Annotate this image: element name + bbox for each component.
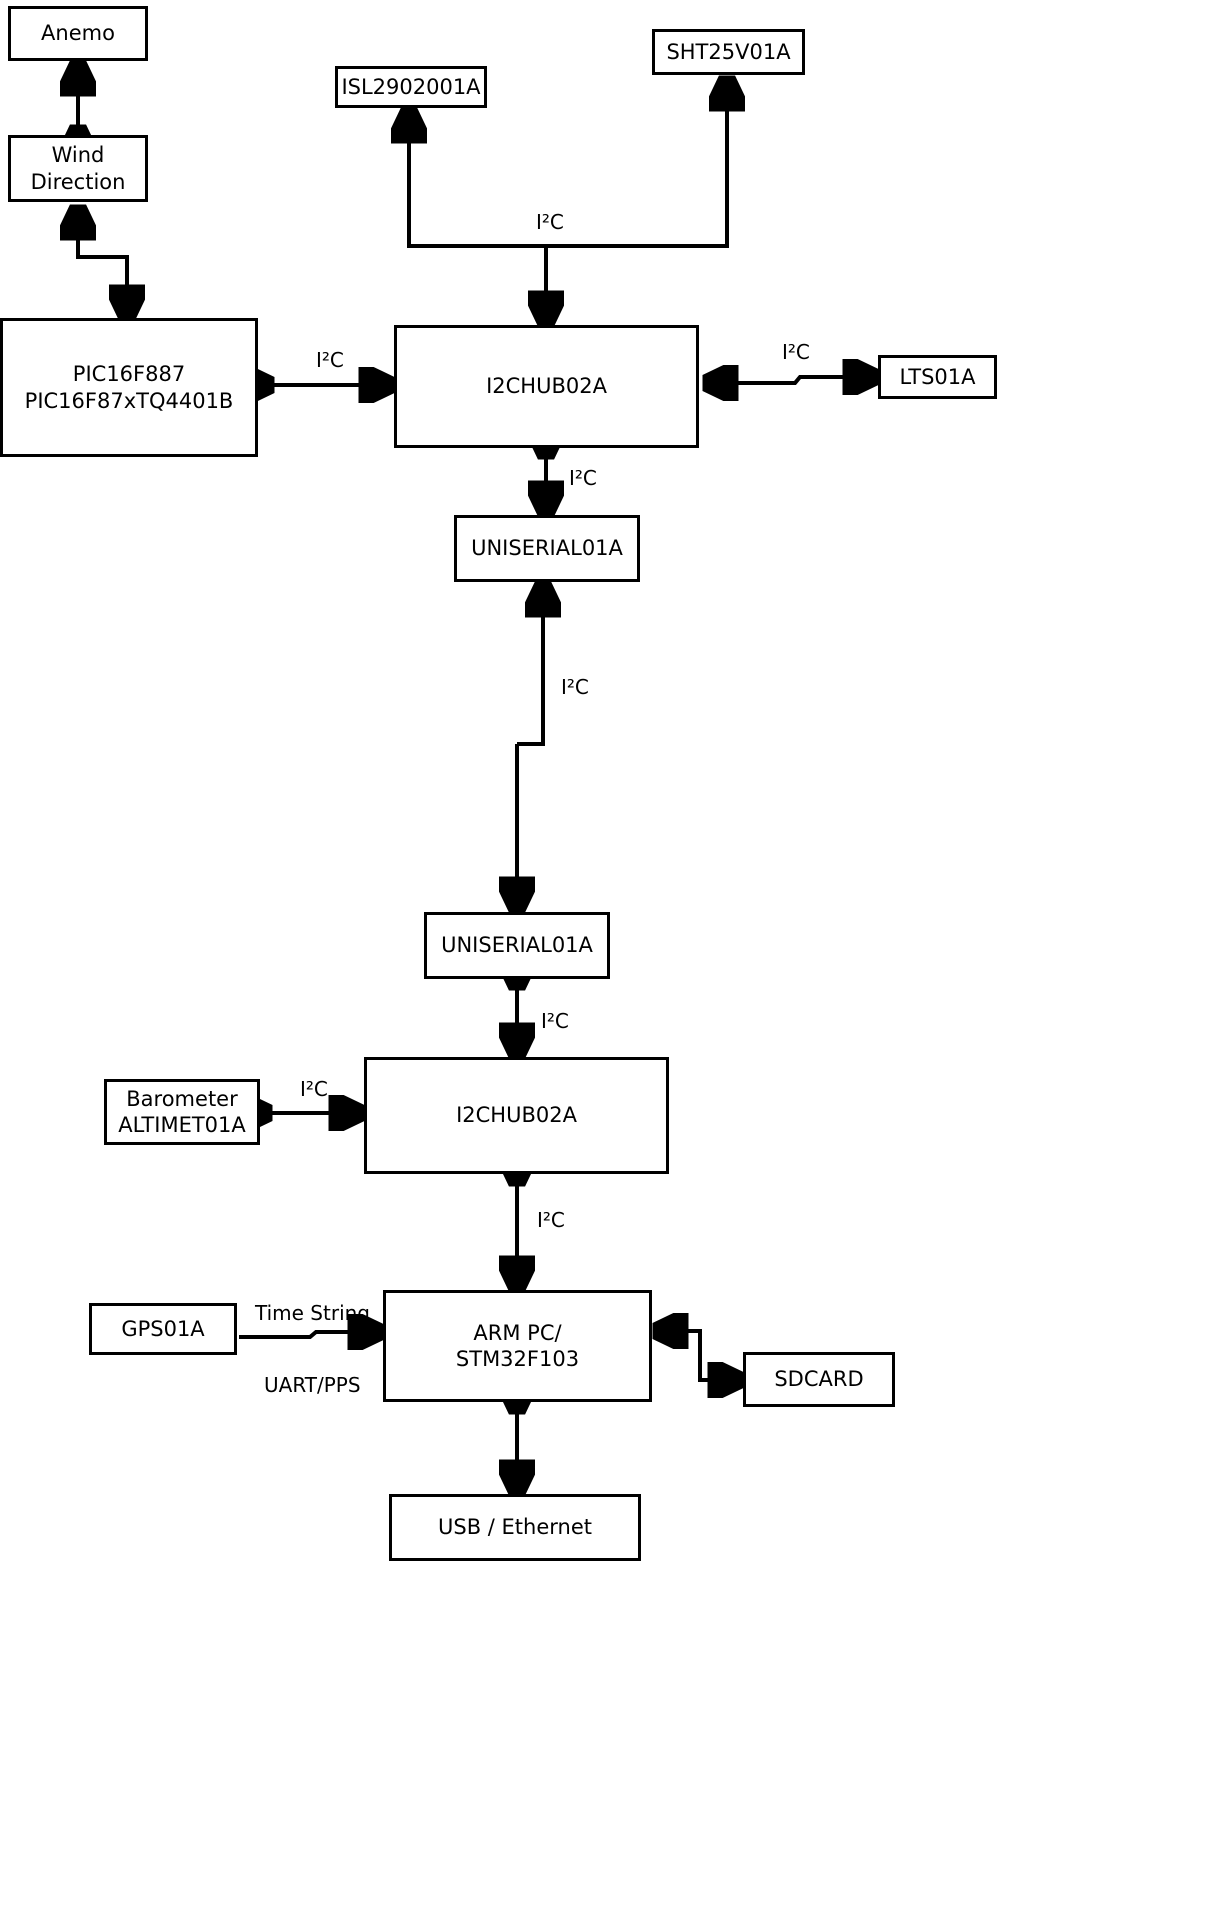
node-wind-direction[interactable]: Wind Direction [8, 135, 148, 202]
node-arm-pc-stm32f103[interactable]: ARM PC/ STM32F103 [383, 1290, 652, 1402]
node-isl2902001a[interactable]: ISL2902001A [335, 66, 487, 108]
wire-bus-to-sht [546, 82, 727, 248]
node-uniserial01a-top[interactable]: UNISERIAL01A [454, 515, 640, 582]
node-usb-ethernet[interactable]: USB / Ethernet [389, 1494, 641, 1561]
node-anemo[interactable]: Anemo [8, 6, 148, 61]
wire-arm-sdcard-in [659, 1331, 702, 1380]
node-uniserial01a-bottom[interactable]: UNISERIAL01A [424, 912, 610, 979]
edge-label-i2c-barometer-hub2: I²C [300, 1077, 328, 1101]
wire-uni-uni-up [517, 588, 543, 746]
edge-label-i2c-uniserial-link: I²C [561, 675, 589, 699]
edge-label-i2c-hub-uniserial: I²C [569, 466, 597, 490]
edge-label-i2c-hub2-arm: I²C [537, 1208, 565, 1232]
wire-arm-sdcard-out [698, 1331, 737, 1380]
node-sht25v01a[interactable]: SHT25V01A [652, 29, 805, 75]
node-barometer-altimet01a[interactable]: Barometer ALTIMET01A [104, 1079, 260, 1145]
wire-gps-arm [239, 1332, 377, 1337]
node-i2chub02a-bottom[interactable]: I2CHUB02A [364, 1057, 669, 1174]
edge-label-i2c-pic-hub: I²C [316, 348, 344, 372]
edge-label-uart-pps: UART/PPS [264, 1373, 361, 1397]
node-gps01a[interactable]: GPS01A [89, 1303, 237, 1355]
edge-label-i2c-hub-lts: I²C [782, 340, 810, 364]
node-lts01a[interactable]: LTS01A [878, 355, 997, 399]
wire-hub-lts [709, 377, 872, 383]
node-pic-mcu[interactable]: PIC16F887 PIC16F87xTQ4401B [0, 318, 258, 457]
node-i2chub02a-top[interactable]: I2CHUB02A [394, 325, 699, 448]
wire-bus-to-isl [409, 114, 546, 248]
edge-label-time-string: Time String [255, 1301, 370, 1325]
edge-label-i2c-top-bus: I²C [536, 210, 564, 234]
node-sdcard[interactable]: SDCARD [743, 1352, 895, 1407]
wire-wind-pic [78, 211, 129, 314]
edge-label-i2c-uniserial-hub2: I²C [541, 1009, 569, 1033]
